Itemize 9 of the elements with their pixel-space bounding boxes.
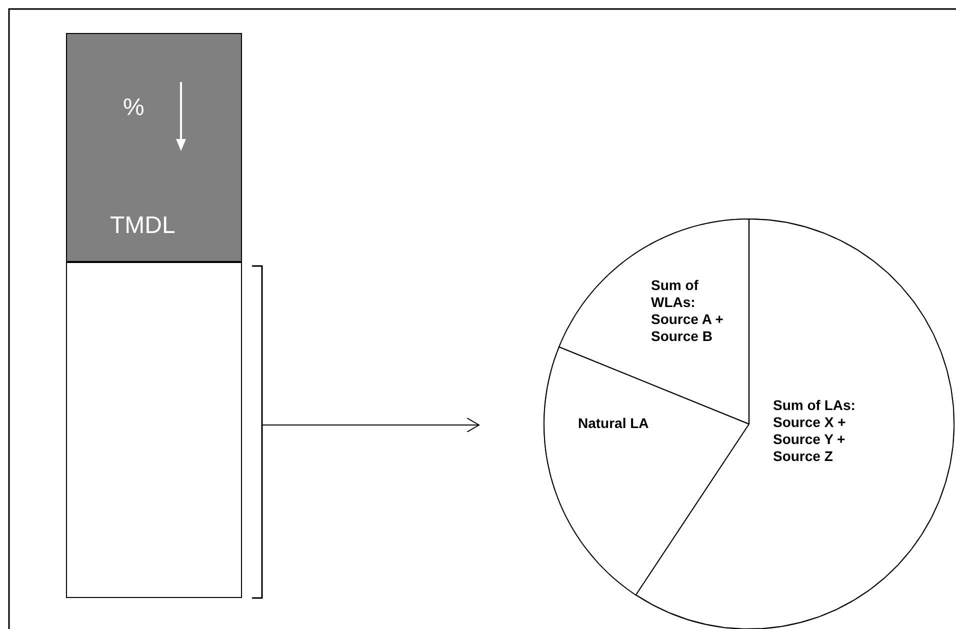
bar-segment — [66, 33, 242, 262]
slice-label: Natural LA — [578, 414, 650, 432]
bar-label: TMDL — [110, 212, 176, 240]
slice-label: Sum of LAs: Source X + Source Y + Source Z — [772, 397, 856, 465]
percent-label: % — [123, 94, 144, 122]
slice-label: Sum of WLAs: Source A + Source B — [650, 277, 724, 345]
pie-slice — [544, 346, 749, 595]
arrow — [252, 265, 480, 599]
bar-segment — [66, 262, 242, 598]
